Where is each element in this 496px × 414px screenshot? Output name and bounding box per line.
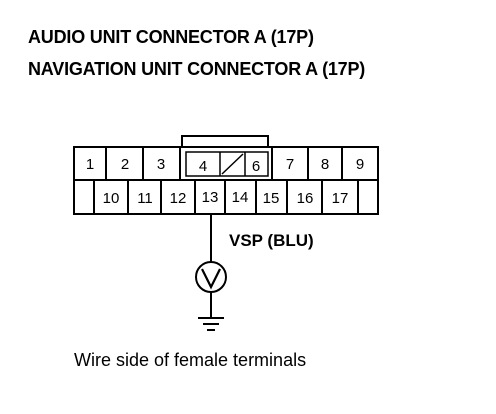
pin-3: 3 bbox=[157, 156, 165, 173]
cavity-4-6-frame bbox=[185, 151, 269, 177]
vsp-label: VSP (BLU) bbox=[229, 231, 314, 250]
pin-11: 11 bbox=[137, 190, 153, 207]
pin-17: 17 bbox=[332, 190, 349, 207]
diagram-caption: Wire side of female terminals bbox=[74, 350, 307, 370]
pin-1: 1 bbox=[86, 156, 94, 173]
pin-7: 7 bbox=[286, 156, 294, 173]
pin-12: 12 bbox=[170, 190, 187, 207]
row1-dividers bbox=[105, 147, 343, 180]
pin-6: 6 bbox=[252, 158, 260, 175]
pin-8: 8 bbox=[321, 156, 329, 173]
pin-9: 9 bbox=[356, 156, 364, 173]
pin-14: 14 bbox=[232, 189, 249, 206]
unused-cavity-slash bbox=[221, 153, 244, 175]
connector-lock-tab bbox=[181, 135, 269, 147]
title-line-1: AUDIO UNIT CONNECTOR A (17P) bbox=[28, 27, 314, 47]
title-line-2: NAVIGATION UNIT CONNECTOR A (17P) bbox=[28, 59, 366, 79]
pin-10: 10 bbox=[103, 190, 120, 207]
pin-2: 2 bbox=[121, 156, 129, 173]
pin-4: 4 bbox=[199, 158, 207, 175]
ground-icon bbox=[198, 317, 224, 331]
pin-13: 13 bbox=[202, 189, 219, 206]
pin-15: 15 bbox=[263, 190, 280, 207]
row2-dividers bbox=[93, 180, 359, 214]
pin-16: 16 bbox=[297, 190, 314, 207]
